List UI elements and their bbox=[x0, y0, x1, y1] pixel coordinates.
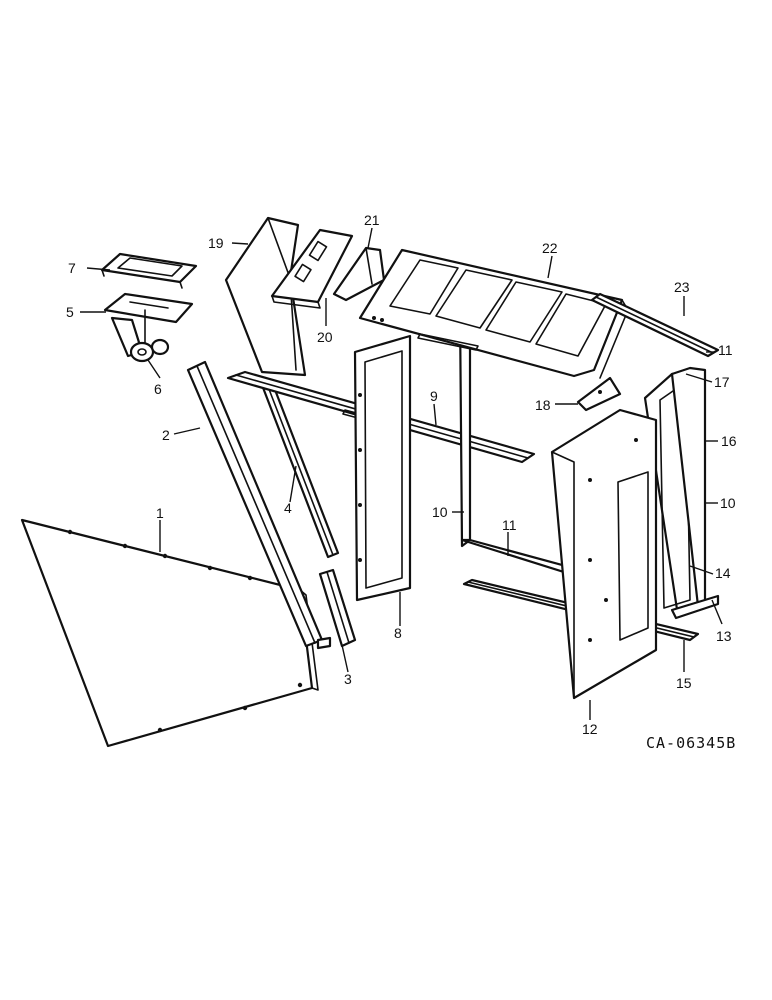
callout-17: 17 bbox=[714, 374, 730, 390]
callout-leaders bbox=[80, 227, 723, 720]
callout-22: 22 bbox=[542, 240, 558, 256]
part-20-mounting-plate bbox=[270, 228, 354, 309]
callout-4: 4 bbox=[284, 500, 292, 516]
callout-13: 13 bbox=[716, 628, 732, 644]
callout-1: 1 bbox=[156, 505, 164, 521]
callout-10-left: 10 bbox=[432, 504, 448, 520]
drawing-number: CA-06345B bbox=[646, 734, 736, 752]
callout-12: 12 bbox=[582, 721, 598, 737]
callout-10-right: 10 bbox=[720, 495, 736, 511]
callout-18: 18 bbox=[535, 397, 551, 413]
callout-23: 23 bbox=[674, 279, 690, 295]
callout-7: 7 bbox=[68, 260, 76, 276]
part-22-top-frame bbox=[358, 248, 629, 379]
part-23-top-rail bbox=[590, 292, 720, 358]
callout-8: 8 bbox=[394, 625, 402, 641]
callout-15: 15 bbox=[676, 675, 692, 691]
part-6-bushing bbox=[129, 338, 170, 363]
callout-21: 21 bbox=[364, 212, 380, 228]
callout-20: 20 bbox=[317, 329, 333, 345]
part-8-frame bbox=[353, 334, 412, 602]
callout-11-left: 11 bbox=[502, 517, 517, 533]
part-7-upper-plate bbox=[100, 252, 198, 289]
callout-6: 6 bbox=[154, 381, 162, 397]
callout-16: 16 bbox=[721, 433, 737, 449]
callout-2: 2 bbox=[162, 427, 170, 443]
callout-3: 3 bbox=[344, 671, 352, 687]
callout-11-right: 11 bbox=[718, 342, 733, 358]
part-3-lower-bracket bbox=[316, 568, 357, 650]
callout-19: 19 bbox=[208, 235, 224, 251]
callout-14: 14 bbox=[715, 565, 731, 581]
callout-9: 9 bbox=[430, 388, 438, 404]
part-12-door-panel bbox=[550, 408, 658, 700]
callout-labels: 1 2 3 4 5 6 7 8 9 10 10 11 11 12 13 14 1… bbox=[66, 212, 737, 737]
part-21-angle-bracket bbox=[332, 246, 386, 302]
part-1-side-panel bbox=[20, 518, 319, 748]
part-18-gusset bbox=[576, 376, 622, 412]
callout-5: 5 bbox=[66, 304, 74, 320]
part-16-right-frame bbox=[643, 366, 720, 620]
